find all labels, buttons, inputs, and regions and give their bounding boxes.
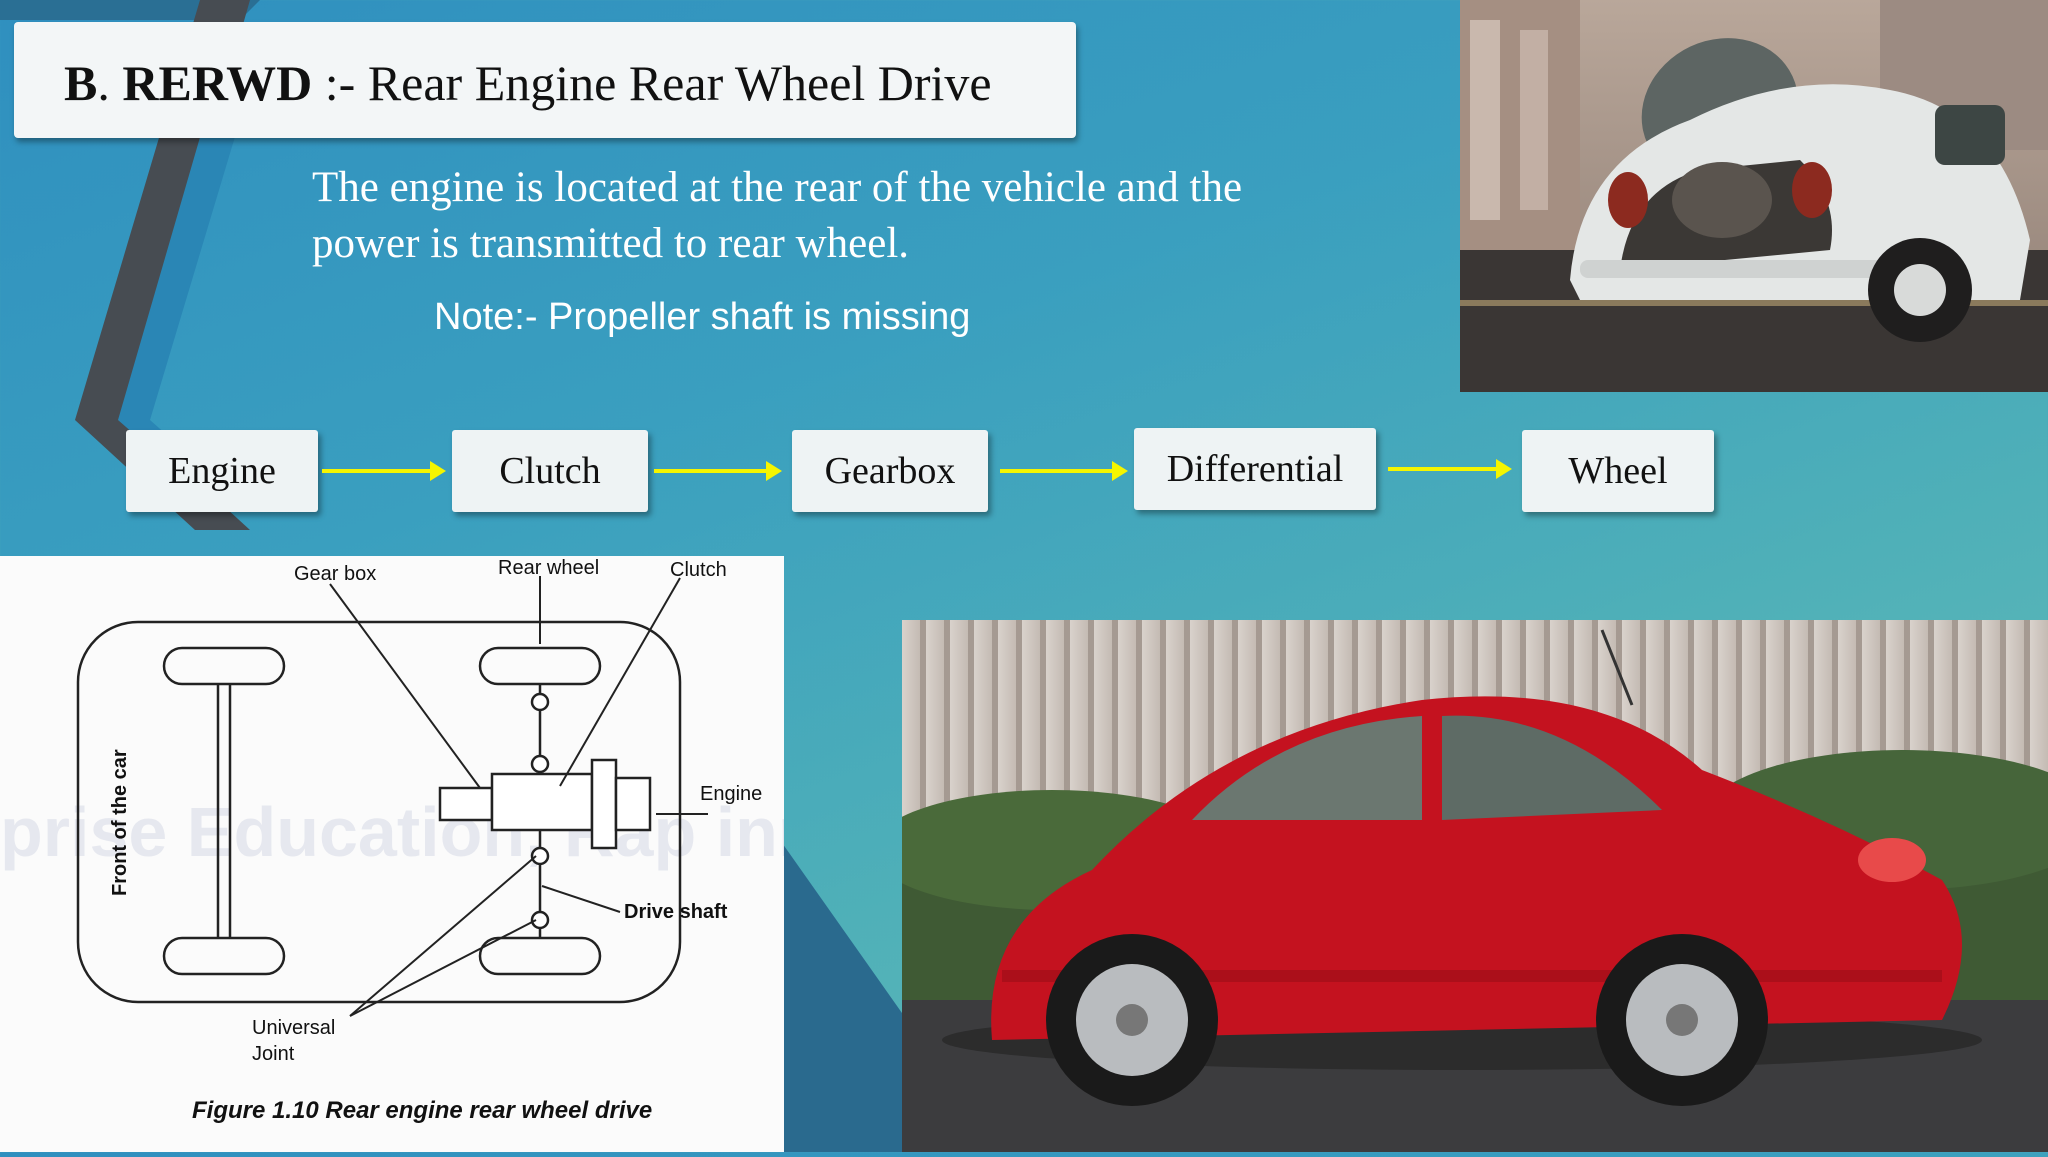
flow-arrow-1 bbox=[322, 461, 446, 481]
label-engine: Engine bbox=[700, 783, 762, 805]
flow-box-clutch: Clutch bbox=[452, 430, 648, 512]
label-front-of-car: Front of the car bbox=[109, 749, 131, 896]
slide-title-box: B. RERWD :- Rear Engine Rear Wheel Drive bbox=[14, 22, 1076, 138]
rerwd-diagram-svg: prise Education, Rap innovat Gear box Re… bbox=[0, 557, 965, 1124]
flow-arrow-3 bbox=[1000, 461, 1128, 481]
slide-title: B. RERWD :- Rear Engine Rear Wheel Drive bbox=[64, 55, 992, 111]
flow-arrow-4 bbox=[1388, 459, 1512, 479]
flow-box-wheel: Wheel bbox=[1522, 430, 1714, 512]
rear-engine-car-photo bbox=[1460, 0, 2048, 392]
note-text: Note:- Propeller shaft is missing bbox=[434, 296, 971, 338]
flow-arrow-2 bbox=[654, 461, 782, 481]
label-universal: Universal bbox=[252, 1017, 335, 1039]
label-gear-box: Gear box bbox=[294, 563, 376, 585]
figure-caption: Figure 1.10 Rear engine rear wheel drive bbox=[192, 1097, 652, 1124]
flow-box-differential: Differential bbox=[1134, 428, 1376, 510]
description-text: The engine is located at the rear of the… bbox=[312, 164, 1243, 267]
label-drive-shaft: Drive shaft bbox=[624, 901, 728, 923]
flow-box-engine: Engine bbox=[126, 430, 318, 512]
flow-box-gearbox: Gearbox bbox=[792, 430, 988, 512]
label-clutch: Clutch bbox=[670, 559, 727, 581]
red-beetle-photo bbox=[902, 620, 2048, 1152]
label-joint: Joint bbox=[252, 1043, 295, 1065]
label-rear-wheel: Rear wheel bbox=[498, 557, 599, 579]
rerwd-diagram: prise Education, Rap innovat Gear box Re… bbox=[0, 556, 965, 1152]
